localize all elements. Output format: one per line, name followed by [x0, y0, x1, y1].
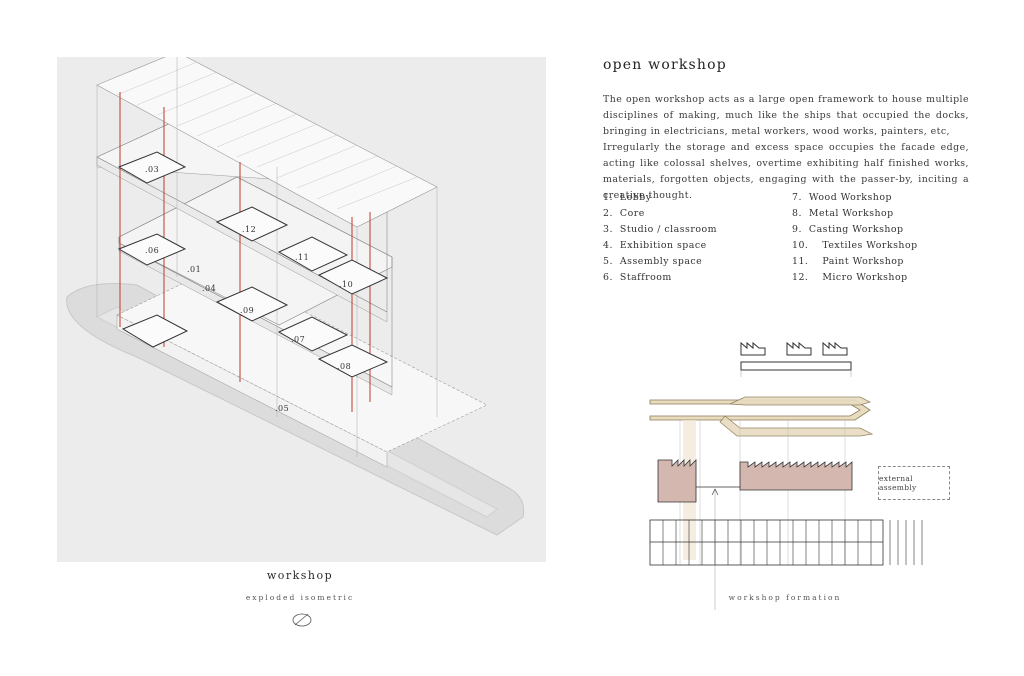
legend-item: 5. Assembly space — [603, 256, 703, 267]
legend-item: 10. Textiles Workshop — [792, 240, 918, 251]
north-arrow-icon — [292, 613, 312, 627]
iso-caption-title: workshop — [266, 569, 334, 582]
legend-list-right: 7. Wood Workshop 8. Metal Workshop 9. Ca… — [792, 190, 918, 286]
factory-icon — [740, 341, 848, 356]
legend-item: 9. Casting Workshop — [792, 224, 904, 235]
legend-item: 4. Exhibition space — [603, 240, 707, 251]
isometric-linework — [66, 57, 525, 536]
page-title: open workshop — [603, 57, 727, 73]
label-11: .11 — [295, 253, 310, 262]
legend-item: 1. Lobby — [603, 192, 652, 203]
description-para-1: The open workshop acts as a large open f… — [603, 94, 969, 137]
label-10: .10 — [339, 280, 354, 289]
legend-item: 2. Core — [603, 208, 645, 219]
iso-caption-subtitle: exploded isometric — [245, 593, 355, 602]
external-assembly-box: external assembly — [878, 466, 950, 500]
label-03: .03 — [145, 165, 160, 174]
label-12: .12 — [242, 225, 257, 234]
label-04: .04 — [202, 284, 217, 293]
legend-item: 7. Wood Workshop — [792, 192, 892, 203]
description: The open workshop acts as a large open f… — [603, 92, 969, 204]
legend-item: 3. Studio / classroom — [603, 224, 718, 235]
workshop-formation-diagram — [649, 341, 923, 610]
formation-caption: workshop formation — [728, 593, 842, 602]
legend-item: 6. Staffroom — [603, 272, 672, 283]
legend-item: 12. Micro Workshop — [792, 272, 908, 283]
label-06: .06 — [145, 246, 160, 255]
exploded-isometric-drawing: .03 .06 .01 .04 .12 .11 .10 .09 .07 .08 … — [57, 57, 546, 562]
label-01: .01 — [187, 265, 202, 274]
legend-item: 11. Paint Workshop — [792, 256, 904, 267]
label-07: .07 — [291, 335, 306, 344]
description-para-2: Irregularly the storage and excess space… — [603, 142, 969, 201]
label-05: .05 — [275, 404, 290, 413]
legend-list-left: 1. Lobby 2. Core 3. Studio / classroom 4… — [603, 190, 717, 286]
label-08: .08 — [337, 362, 352, 371]
legend-item: 8. Metal Workshop — [792, 208, 894, 219]
label-09: .09 — [240, 306, 255, 315]
